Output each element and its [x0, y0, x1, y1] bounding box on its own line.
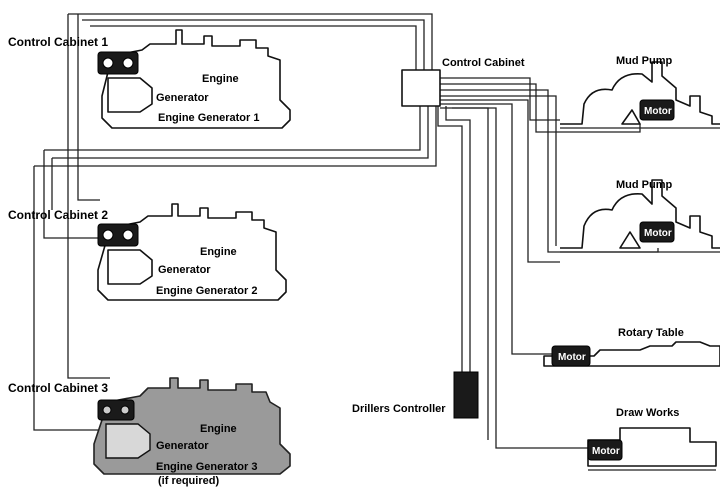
mud-pump-2-motor-label: Motor: [644, 228, 672, 239]
wire-cabinet1-left: [67, 14, 110, 379]
wire-mid-bus-2: [52, 106, 429, 159]
wire-to-gen2: [43, 150, 100, 239]
draw-works-motor: [587, 439, 623, 461]
drillers-controller: [453, 371, 479, 419]
central-control-cabinet-label: Control Cabinet: [442, 57, 525, 69]
eg2-engine-label: Engine: [200, 246, 237, 258]
rotary-table: Motor Rotary Table: [543, 327, 720, 367]
wire-mudpump2-b: [440, 95, 557, 246]
control-cabinet-2-label: Control Cabinet 2: [8, 208, 108, 222]
wire-top-bus-3: [90, 25, 417, 70]
eg3-generator-label: Generator: [156, 440, 209, 452]
rotary-table-motor: [551, 345, 591, 367]
central-control-cabinet: [401, 69, 441, 107]
wire-top-bus-1: [68, 13, 433, 70]
eg1-title-label: Engine Generator 1: [158, 112, 259, 124]
wire-drillers-1: [437, 106, 463, 372]
control-cabinet-1-label: Control Cabinet 1: [8, 35, 108, 49]
engine-generator-3: Engine Generator Engine Generator 3 (if …: [93, 377, 291, 487]
generator-1-housing: [107, 77, 153, 113]
engine-generator-1: Engine Generator Engine Generator 1: [97, 29, 291, 129]
rotary-table-label: Rotary Table: [618, 327, 684, 339]
generator-3-housing: [105, 423, 151, 459]
generator-2-housing: [107, 249, 153, 285]
draw-works-label: Draw Works: [616, 407, 679, 419]
engine-generator-2: Engine Generator Engine Generator 2: [97, 203, 287, 301]
eg1-engine-label: Engine: [202, 73, 239, 85]
mud-pump-2: Motor Mud Pump: [560, 179, 720, 253]
drillers-controller-label: Drillers Controller: [352, 403, 446, 415]
wire-rotary: [440, 103, 552, 355]
wire-mudpump1-a: [440, 77, 560, 121]
wire-drillers-2: [445, 106, 471, 372]
eg2-title-label: Engine Generator 2: [156, 285, 257, 297]
mud-pump-2-label: Mud Pump: [616, 179, 672, 191]
eg3-note-label: (if required): [158, 475, 219, 487]
wire-mid-bus-1: [44, 106, 421, 151]
wire-mudpump2-c: [440, 99, 560, 263]
eg1-generator-label: Generator: [156, 92, 209, 104]
mud-pump-1-motor: [639, 99, 675, 121]
eg3-engine-label: Engine: [200, 423, 237, 435]
mud-pump-1: Motor Mud Pump: [560, 55, 720, 129]
wire-drawworks-b: [452, 107, 489, 440]
wire-mid-bus-3: [34, 106, 437, 167]
draw-works-motor-label: Motor: [592, 446, 620, 457]
control-cabinet-3-label: Control Cabinet 3: [8, 381, 108, 395]
mud-pump-1-label: Mud Pump: [616, 55, 672, 67]
mud-pump-1-body: [560, 61, 720, 125]
mud-pump-2-motor: [639, 221, 675, 243]
wire-mudpump1-b: [440, 83, 641, 133]
rotary-table-motor-label: Motor: [558, 352, 586, 363]
wire-top-bus-2: [82, 19, 425, 70]
draw-works: Motor Draw Works: [587, 407, 717, 471]
wire-to-gen3: [33, 166, 100, 431]
mud-pump-1-motor-label: Motor: [644, 106, 672, 117]
generator-3-exciter: [97, 399, 135, 421]
mud-pump-2-body: [560, 179, 720, 249]
eg2-generator-label: Generator: [158, 264, 211, 276]
eg3-title-label: Engine Generator 3: [156, 461, 257, 473]
wire-cabinet1-inner: [77, 14, 100, 201]
